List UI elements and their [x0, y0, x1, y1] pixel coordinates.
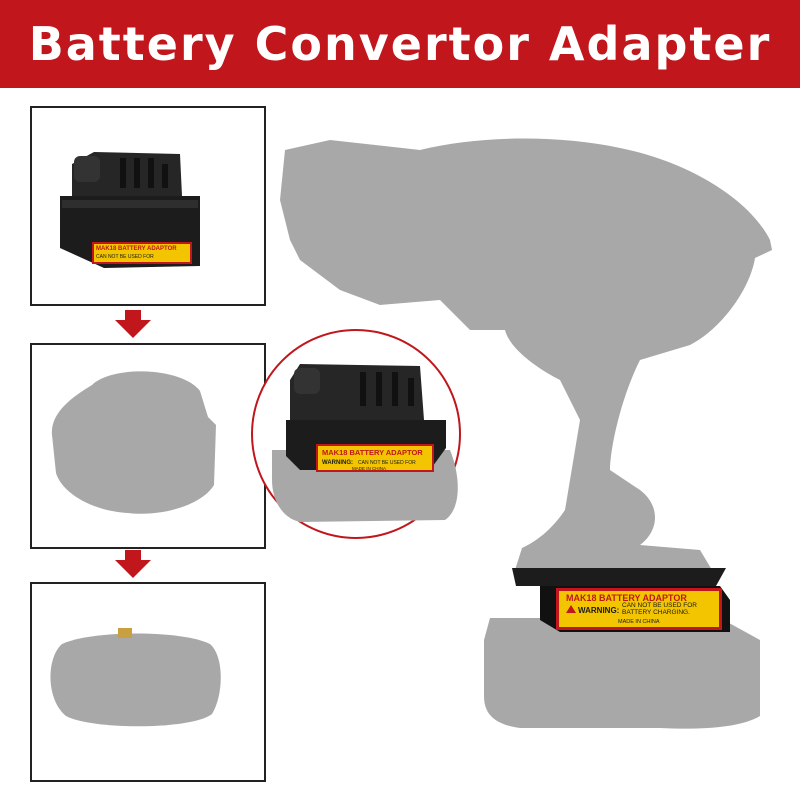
adapter-label-warning: WARNING:	[578, 606, 619, 615]
adapter-label-warning-line1: CAN NOT BE USED FOR	[622, 602, 697, 609]
adapter-label-title-small: MAK18 BATTERY ADAPTOR	[96, 246, 177, 252]
adapter-label-title: MAK18 BATTERY ADAPTOR	[566, 593, 687, 603]
zoom-label-origin: MADE IN CHINA	[352, 466, 386, 471]
adapter-label-warning-line2: BATTERY CHARGING.	[622, 609, 690, 616]
adapter-product-image: MAK18 BATTERY ADAPTOR CAN NOT BE USED FO…	[60, 152, 200, 268]
warning-triangle-icon	[566, 605, 576, 613]
arrow-down-icon	[115, 310, 151, 338]
step-arrow-2	[113, 550, 153, 578]
zoom-label-warning-line1: CAN NOT BE USED FOR	[358, 460, 416, 466]
zoom-label-warning: WARNING:	[322, 460, 353, 466]
battery-silhouette	[51, 371, 217, 514]
step-arrow-1	[113, 310, 153, 338]
zoom-label-title: MAK18 BATTERY ADAPTOR	[322, 448, 423, 457]
drill-silhouette	[280, 138, 772, 570]
title-banner: Battery Convertor Adapter	[0, 0, 800, 88]
battery-pack-silhouette	[484, 618, 760, 729]
step-panel-tool-battery	[30, 582, 266, 782]
adapter-label-origin: MADE IN CHINA	[618, 619, 660, 625]
adapter-on-drill: MAK18 BATTERY ADAPTOR WARNING: CAN NOT B…	[512, 568, 730, 632]
step-panel-battery	[30, 343, 266, 549]
zoom-circle: MAK18 BATTERY ADAPTOR WARNING: CAN NOT B…	[251, 329, 461, 539]
step-panel-adapter: MAK18 BATTERY ADAPTOR CAN NOT BE USED FO…	[30, 106, 266, 306]
banner-title: Battery Convertor Adapter	[28, 17, 772, 71]
adapter-label-warning-small: CAN NOT BE USED FOR	[96, 254, 154, 260]
tool-battery-silhouette	[50, 628, 221, 727]
arrow-down-icon	[115, 550, 151, 578]
